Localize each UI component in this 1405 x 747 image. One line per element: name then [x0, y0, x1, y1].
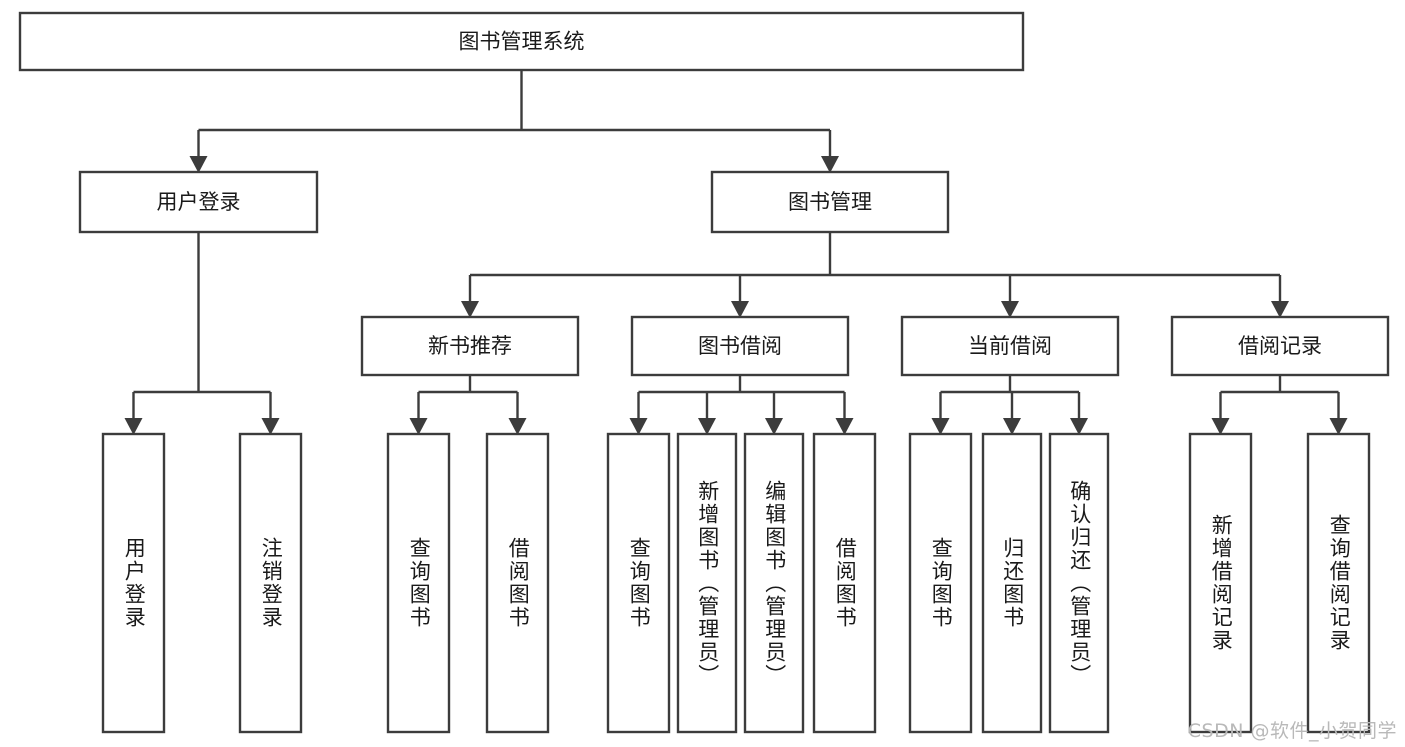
arrow-head-current-borrow-leaf-query-book-3: [931, 418, 950, 435]
node-new-book-recommend[interactable]: [360, 315, 580, 377]
arrow-head-book-manage-new-book-recommend: [461, 301, 479, 318]
node-label-current-borrow: 当前借阅: [968, 334, 1052, 358]
leaf-node-leaf-logout[interactable]: [238, 432, 303, 734]
node-book-borrow[interactable]: [630, 315, 850, 377]
leaf-node-leaf-query-book-3[interactable]: [908, 432, 973, 734]
leaf-node-leaf-edit-book[interactable]: [743, 432, 805, 734]
node-label-book-manage: 图书管理: [788, 190, 872, 214]
arrow-head-book-borrow-leaf-add-book: [698, 418, 716, 435]
arrow-head-book-manage-borrow-record: [1271, 301, 1289, 318]
node-label-borrow-record: 借阅记录: [1238, 334, 1322, 358]
arrow-head-user-login-leaf-user-login: [124, 418, 143, 435]
node-current-borrow[interactable]: [900, 315, 1120, 377]
node-borrow-record[interactable]: [1170, 315, 1390, 377]
arrow-head-borrow-record-leaf-query-record: [1329, 418, 1348, 435]
node-root[interactable]: [18, 11, 1025, 72]
arrow-head-root-user-login: [189, 156, 208, 173]
leaf-node-leaf-add-record[interactable]: [1188, 432, 1253, 734]
arrow-head-user-login-leaf-logout: [261, 418, 280, 435]
watermark-text: CSDN @软件_小贺同学: [1187, 720, 1397, 742]
arrow-head-current-borrow-leaf-return-book: [1003, 418, 1021, 435]
arrow-head-book-borrow-leaf-borrow-book-2: [835, 418, 854, 435]
node-book-manage[interactable]: [710, 170, 950, 234]
node-box-layer: [18, 11, 1390, 734]
arrow-head-current-borrow-leaf-confirm-return: [1070, 418, 1088, 435]
arrow-head-book-manage-current-borrow: [1001, 301, 1019, 318]
node-label-root: 图书管理系统: [459, 30, 585, 54]
arrow-head-book-borrow-leaf-edit-book: [765, 418, 783, 435]
leaf-node-leaf-borrow-book-1[interactable]: [485, 432, 550, 734]
leaf-node-leaf-confirm-return[interactable]: [1048, 432, 1110, 734]
arrow-head-root-book-manage: [821, 156, 839, 173]
connector-layer: [124, 70, 1348, 435]
node-user-login[interactable]: [78, 170, 319, 234]
arrow-head-book-manage-book-borrow: [731, 301, 749, 318]
leaf-node-leaf-return-book[interactable]: [981, 432, 1043, 734]
leaf-node-leaf-query-book-2[interactable]: [606, 432, 671, 734]
arrow-head-borrow-record-leaf-add-record: [1211, 418, 1230, 435]
leaf-node-leaf-query-book-1[interactable]: [386, 432, 451, 734]
leaf-node-leaf-query-record[interactable]: [1306, 432, 1371, 734]
leaf-node-leaf-add-book[interactable]: [676, 432, 738, 734]
arrow-head-book-borrow-leaf-query-book-2: [629, 418, 648, 435]
node-label-user-login: 用户登录: [157, 190, 241, 214]
leaf-node-leaf-borrow-book-2[interactable]: [812, 432, 877, 734]
arrow-head-new-book-recommend-leaf-borrow-book-1: [508, 418, 527, 435]
leaf-node-leaf-user-login[interactable]: [101, 432, 166, 734]
arrow-head-new-book-recommend-leaf-query-book-1: [409, 418, 428, 435]
node-label-new-book-recommend: 新书推荐: [428, 334, 512, 358]
node-label-book-borrow: 图书借阅: [698, 334, 782, 358]
